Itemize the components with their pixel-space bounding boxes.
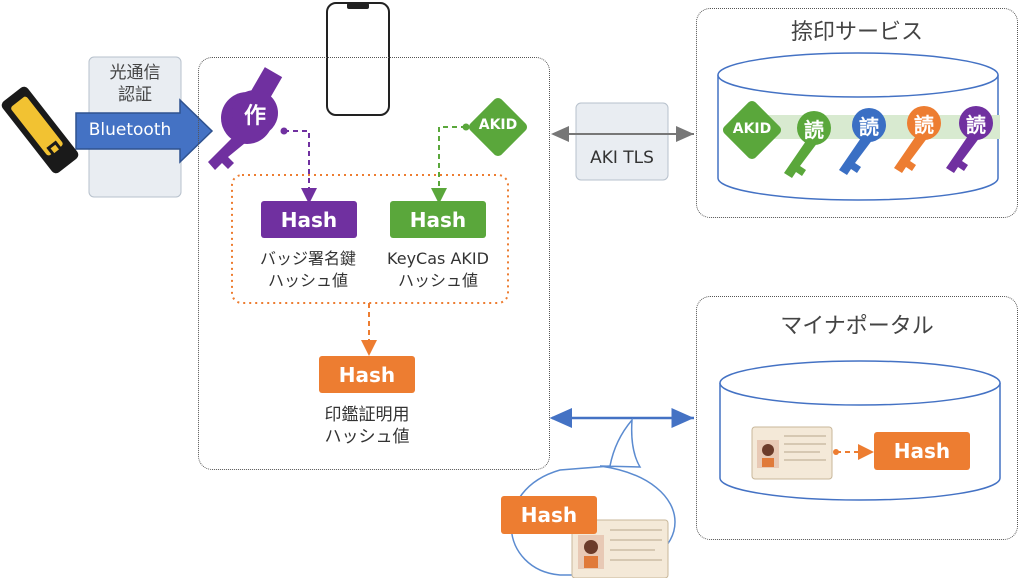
stamp-service-title: 捺印サービス [790,20,923,45]
seal-cert-hash-label: 印鑑証明用 ハッシュ値 [324,405,410,447]
bluetooth-label: Bluetooth [88,120,172,140]
read-key-purple [946,106,993,173]
bubble-hash: Hash [501,496,597,534]
akid-diamond [468,97,528,157]
aki-tls-label: AKI TLS [590,148,654,168]
read-glyph-green: 読 [804,118,824,142]
service-akid-diamond [722,100,782,160]
id-card-bubble [571,519,669,578]
seal-cert-hash: Hash [319,356,415,393]
read-key-green [784,111,831,178]
green-dashed-connector [431,126,466,204]
aki-tls-box [575,102,669,181]
read-glyph-purple: 読 [966,113,986,137]
badge-key-hash-label: バッジ署名鍵 ハッシュ値 [259,249,356,290]
badge-key-hash: Hash [261,201,357,238]
saku-key-icon [208,90,278,170]
read-key-blue [839,108,886,175]
usb-badge-device [1,86,79,174]
id-card-portal [751,426,833,480]
myna-portal-title: マイナポータル [780,314,934,339]
smartphone-app-container [198,57,550,470]
light-auth-label: 光通信 認証 [109,63,161,105]
saku-glyph: 作 [243,104,266,129]
bluetooth-arrow [75,98,214,164]
myna-portal-container [696,296,1018,540]
stamp-service-container [696,8,1018,218]
read-glyph-blue: 読 [859,115,879,139]
read-glyph-orange: 読 [914,113,934,137]
keycas-hash: Hash [390,201,486,238]
portal-hash: Hash [874,432,970,470]
keycas-hash-label: KeyCas AKID ハッシュ値 [387,249,489,290]
read-key-orange [894,106,941,173]
service-akid-label: AKID [732,121,772,137]
akid-label: AKID [478,117,518,133]
smartphone-notch [347,3,369,9]
